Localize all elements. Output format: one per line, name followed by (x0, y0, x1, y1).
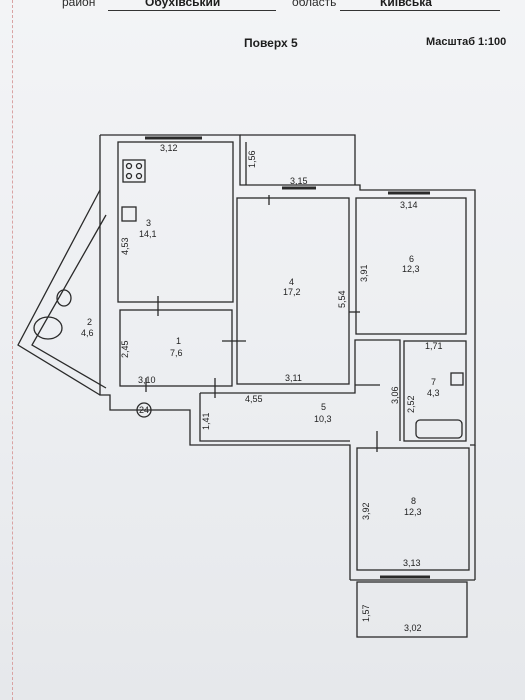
dim-balcony-top-side: 1,56 (247, 150, 257, 168)
room-6-area: 12,3 (402, 264, 420, 274)
district-value: Обухівський (145, 0, 221, 9)
balcony-bottom-outline (356, 581, 468, 638)
dim-room7-top: 1,71 (425, 341, 443, 351)
dim-kitchen-side: 4,53 (120, 237, 130, 255)
room-7-number: 7 (431, 377, 436, 387)
room-6-number: 6 (409, 254, 414, 264)
dim-balcony-bottom-side: 1,57 (361, 604, 371, 622)
room-1-number: 1 (176, 336, 181, 346)
dim-room1-bottom: 3,10 (138, 375, 156, 385)
dim-corridor-width: 4,55 (245, 394, 263, 404)
district-underline (108, 10, 276, 11)
dim-corridor-right: 3,06 (390, 386, 400, 404)
stair-marker-label: 24 (139, 405, 149, 415)
scale-label: Масштаб 1:100 (426, 36, 507, 48)
room-3-outline (117, 141, 234, 303)
room-4-area: 17,2 (283, 287, 301, 297)
dim-room4-bottom: 3,11 (285, 373, 302, 383)
margin-line (12, 0, 14, 700)
room-3-area: 14,1 (139, 229, 157, 239)
district-label: район (62, 0, 96, 9)
region-value: Київська (380, 0, 432, 9)
room-8-area: 12,3 (404, 507, 422, 517)
stair-marker-circle (136, 402, 152, 418)
balcony-top-outline (240, 134, 356, 185)
room-3-number: 3 (146, 218, 151, 228)
dim-room8-side: 3,92 (361, 502, 371, 520)
room-8-outline (356, 447, 470, 571)
room-4-number: 4 (289, 277, 294, 287)
dim-room4-side: 5,54 (337, 290, 347, 308)
dim-room6-top: 3,14 (400, 200, 418, 210)
outer-wall-top (100, 134, 476, 446)
room-4-outline (236, 197, 350, 385)
dim-room8-bottom: 3,13 (403, 558, 421, 568)
room-7-area: 4,3 (427, 388, 440, 398)
dim-balcony-top-width: 3,15 (290, 176, 308, 186)
floor-title: Поверх 5 (244, 36, 298, 50)
dim-room7-side: 2,52 (406, 395, 416, 413)
room-2-outline (17, 189, 101, 396)
dim-kitchen-top: 3,12 (160, 143, 178, 153)
room-8-number: 8 (411, 496, 416, 506)
room-5-area: 10,3 (314, 414, 332, 424)
dim-balcony-bottom-width: 3,02 (404, 623, 422, 633)
outer-wall-left (99, 135, 351, 580)
room-6-outline (355, 197, 467, 335)
dim-room1-side: 2,45 (120, 340, 130, 358)
room-1-outline (119, 309, 233, 387)
room-2-area: 4,6 (81, 328, 94, 338)
room-5-number: 5 (321, 402, 326, 412)
dim-corridor-left: 1,41 (201, 412, 211, 430)
room-1-area: 7,6 (170, 348, 183, 358)
dim-room6-side: 3,91 (359, 264, 369, 282)
region-underline (340, 10, 500, 11)
region-label: область (292, 0, 337, 9)
room-7-outline (403, 340, 467, 442)
room-2-number: 2 (87, 317, 92, 327)
